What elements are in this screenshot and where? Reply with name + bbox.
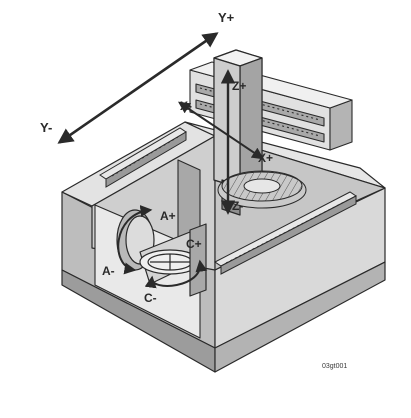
c-rotation-arrow bbox=[144, 259, 208, 289]
label-c-plus: C+ bbox=[186, 237, 202, 251]
figure-id: 03gt001 bbox=[322, 363, 347, 370]
label-y-plus: Y+ bbox=[218, 10, 235, 25]
label-x-plus: X+ bbox=[258, 151, 273, 165]
y-axis-arrow bbox=[57, 32, 219, 144]
tool-changer bbox=[217, 170, 307, 209]
label-y-minus: Y- bbox=[40, 120, 52, 135]
axis-labels: Y+ Y- X- X+ Z+ Z- A+ A- C+ C- bbox=[40, 10, 273, 305]
label-a-plus: A+ bbox=[160, 209, 176, 223]
label-x-minus: X- bbox=[180, 99, 192, 113]
label-a-minus: A- bbox=[102, 264, 115, 278]
label-z-minus: Z- bbox=[232, 199, 243, 213]
right-rail bbox=[214, 191, 357, 275]
label-c-minus: C- bbox=[144, 291, 157, 305]
label-z-plus: Z+ bbox=[232, 79, 246, 93]
a-rotation-arrow bbox=[117, 205, 153, 275]
axis-arrows bbox=[57, 32, 264, 289]
